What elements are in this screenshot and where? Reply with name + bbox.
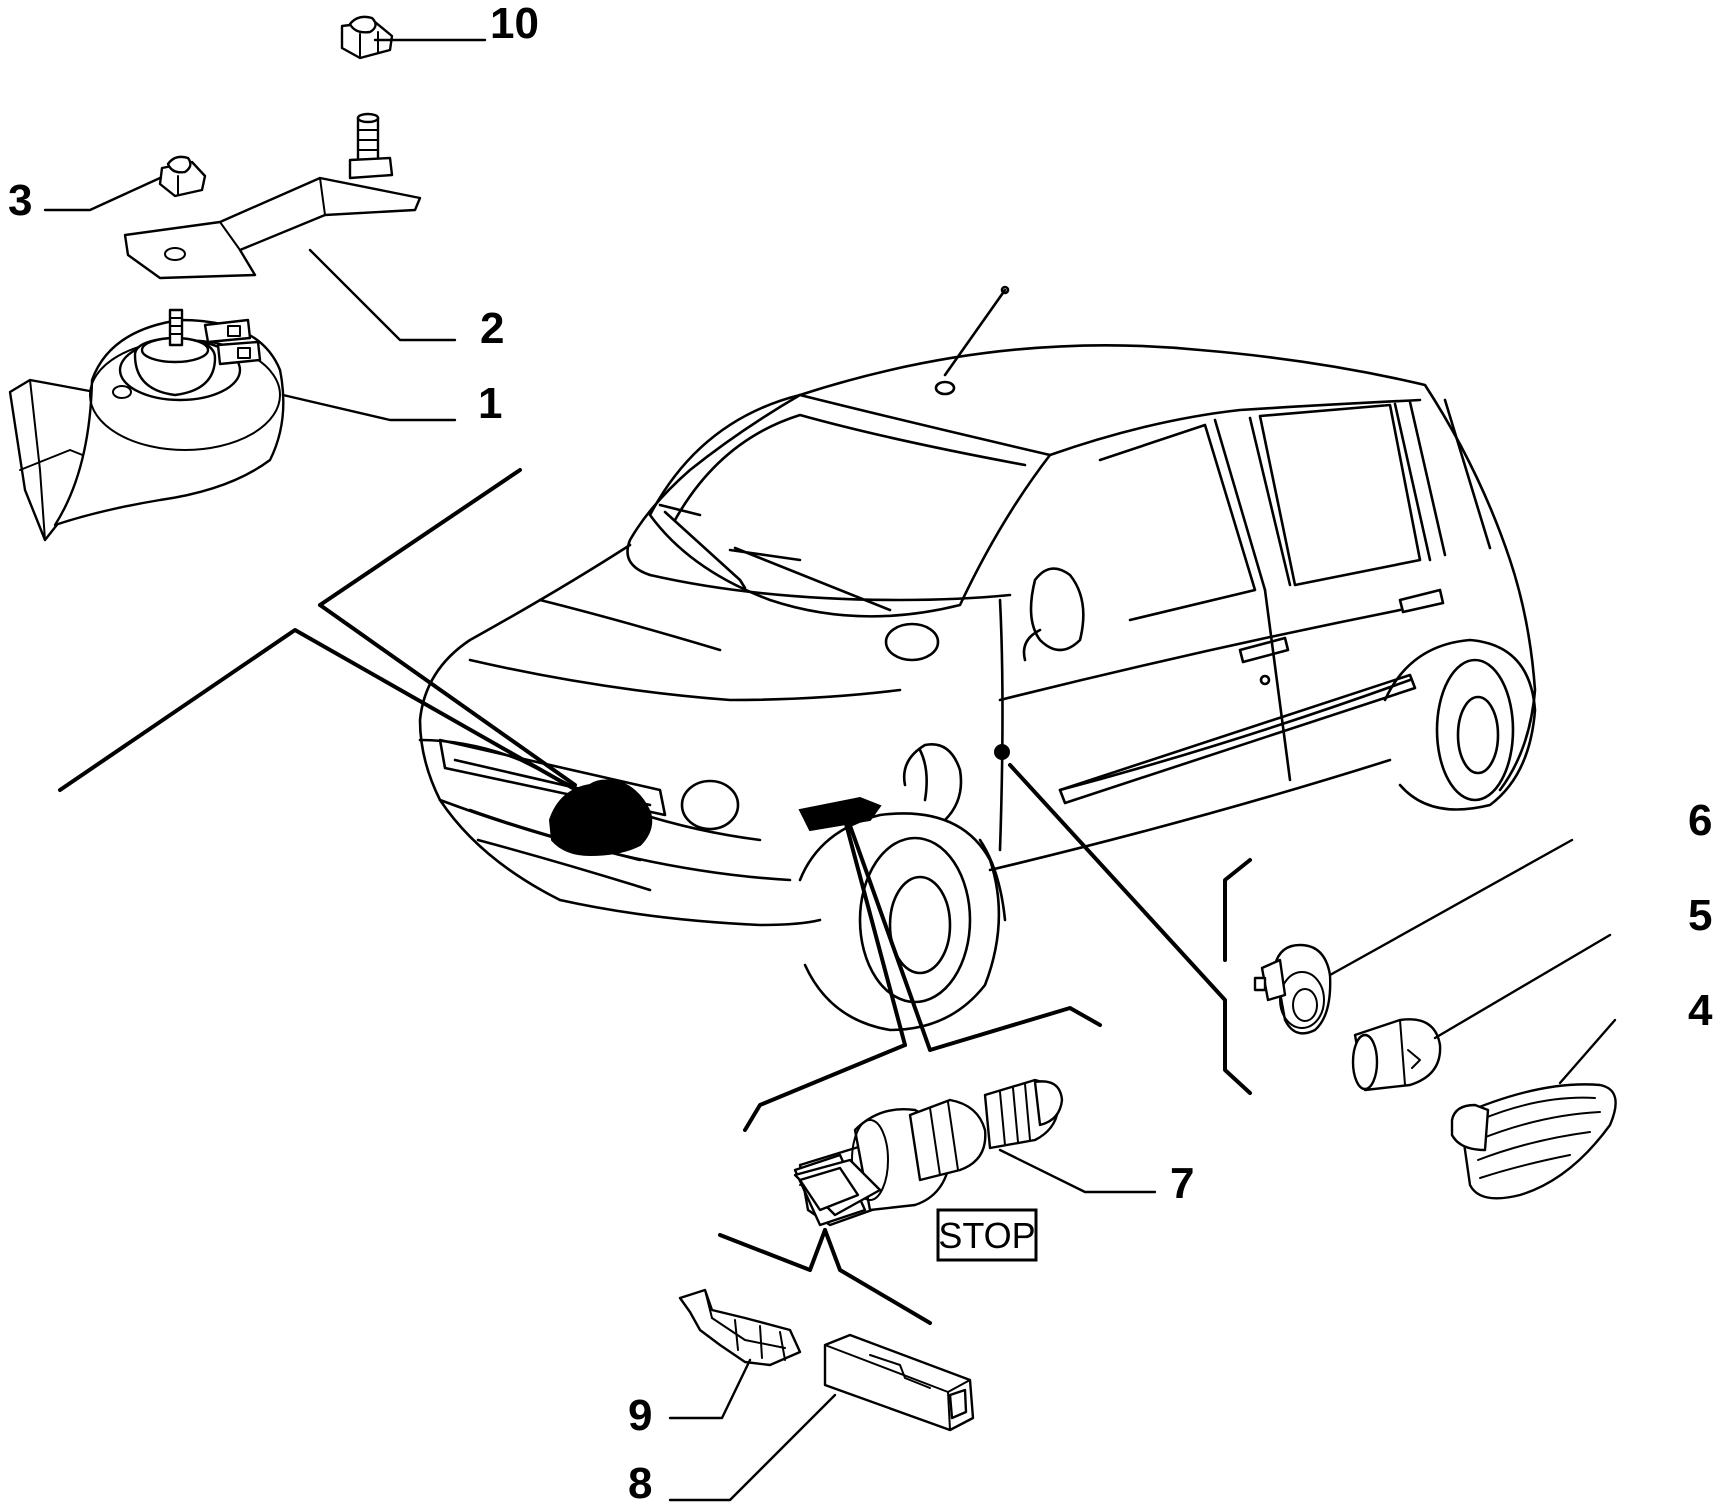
horn-icon bbox=[8, 308, 285, 542]
connector-housing-icon bbox=[823, 1333, 975, 1432]
nut-icon bbox=[340, 15, 394, 60]
callout-1: 1 bbox=[478, 379, 502, 428]
callout-4: 4 bbox=[1688, 986, 1713, 1035]
callout-labels: 10 3 2 1 6 5 4 7 9 8 bbox=[8, 0, 1713, 1502]
callout-5: 5 bbox=[1688, 891, 1712, 940]
callout-6: 6 bbox=[1688, 796, 1712, 845]
nut-icon bbox=[158, 155, 207, 198]
stop-badge: STOP bbox=[936, 1208, 1038, 1262]
brake-light-switch-icon bbox=[793, 1078, 1064, 1227]
callout-3: 3 bbox=[8, 176, 32, 225]
bracket-icon bbox=[123, 112, 422, 280]
callout-2: 2 bbox=[480, 304, 504, 353]
beam-lines bbox=[58, 468, 1252, 1325]
stop-badge-text: STOP bbox=[938, 1215, 1035, 1256]
callout-7: 7 bbox=[1170, 1159, 1194, 1208]
side-repeater-lamp-icon bbox=[1450, 1083, 1617, 1200]
callout-10: 10 bbox=[490, 0, 539, 48]
horn-location-marker bbox=[548, 779, 653, 857]
bulb-holder-icon bbox=[1253, 943, 1332, 1035]
callout-9: 9 bbox=[628, 1391, 652, 1440]
bulb-icon bbox=[1351, 1018, 1442, 1092]
car-outline-icon bbox=[418, 285, 1537, 1032]
switch-location-marker bbox=[798, 796, 882, 832]
terminal-icon bbox=[678, 1288, 802, 1367]
callout-8: 8 bbox=[628, 1459, 652, 1502]
callout-leaders bbox=[43, 38, 1617, 1502]
